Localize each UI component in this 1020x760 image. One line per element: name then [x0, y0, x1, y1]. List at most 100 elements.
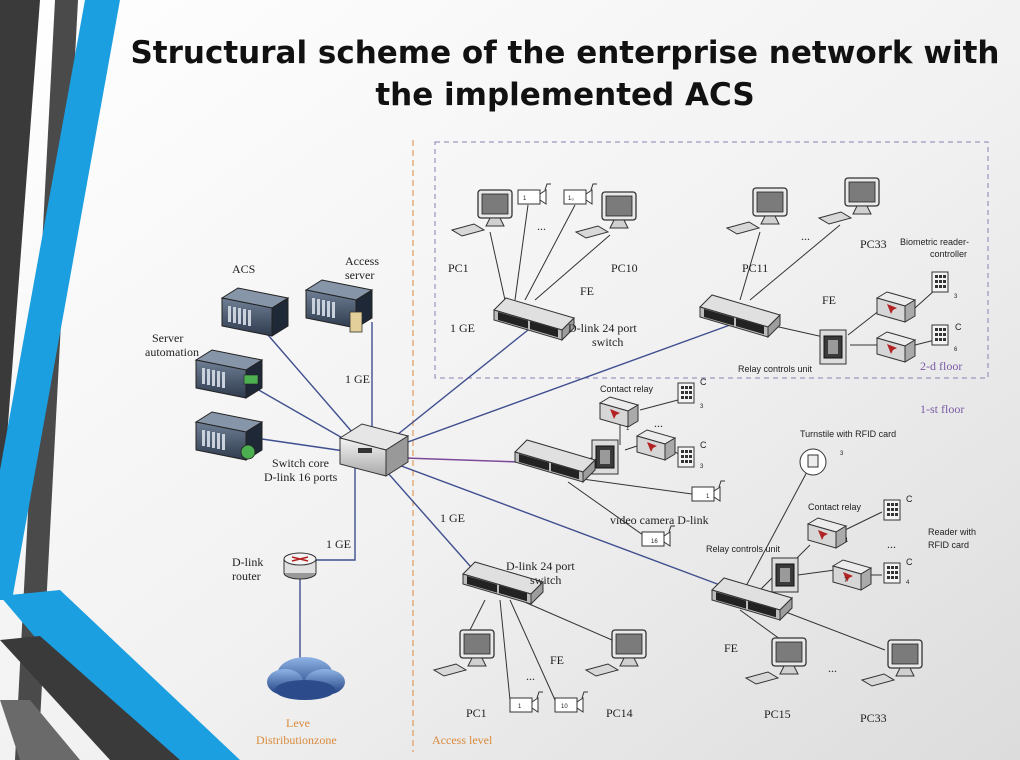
cam1-access-num: 1 — [518, 704, 522, 710]
dots-access-label: ... — [526, 669, 535, 683]
decor-band-dark-top — [0, 0, 40, 530]
decor-band-blue — [0, 0, 120, 600]
decor-band-gray-bottom — [0, 700, 80, 760]
reader-label-2: RFID card — [928, 540, 969, 550]
dots-floor2-right-label: ... — [801, 229, 810, 243]
contact-relay-label: Contact relay — [600, 384, 654, 394]
status-ok-icon — [240, 444, 256, 460]
relay-unit-floor2-icon — [819, 329, 847, 365]
distribution-label-1: Leve — [286, 716, 310, 730]
decor-band-dark-bottom — [0, 636, 180, 760]
fe-floor2-right-label: FE — [822, 293, 836, 307]
dots-access-right-label: ... — [828, 661, 837, 675]
slide-title: Structural scheme of the enterprise netw… — [130, 32, 1000, 116]
camera-label: video camera D-link — [610, 513, 709, 527]
core-name-label-1: Switch core — [272, 456, 329, 470]
floor2-switch-label-1: D-link 24 port — [568, 321, 637, 335]
access-server-label-1: Access — [345, 254, 379, 268]
access-switch-label-2: switch — [530, 573, 561, 587]
automation-badge-icon — [243, 374, 259, 385]
turnstile-icon — [799, 448, 827, 476]
router-label-2: router — [232, 569, 261, 583]
keypad-floor2-icon — [931, 324, 949, 346]
floor1-n1b: 1 — [845, 538, 849, 544]
turnstile-n: 3 — [840, 451, 844, 457]
floor2-switch-label-2: switch — [592, 335, 623, 349]
internet-cloud-icon — [267, 657, 345, 700]
dots-floor2-label: ... — [537, 219, 546, 233]
core-link-label: 1 GE — [345, 372, 370, 386]
dots-floor1b-label: ... — [887, 537, 896, 551]
biometric-label-2: controller — [930, 249, 967, 259]
floor2-link-label: 1 GE — [450, 321, 475, 335]
relay-unit-floor2-label: Relay controls unit — [738, 364, 813, 374]
floor1-c1: C — [700, 377, 707, 387]
cam1-floor1-num: 1 — [706, 494, 710, 500]
floor2-label: 2-d floor — [920, 359, 962, 373]
title-line-1: Structural scheme of the enterprise netw… — [130, 35, 1000, 71]
reader-label-1: Reader with — [928, 527, 976, 537]
distribution-label-2: Distributionzone — [256, 733, 337, 747]
biometric-label-1: Biometric reader- — [900, 237, 969, 247]
pc1-access-label: PC1 — [466, 706, 487, 720]
rfid-reader-1-icon — [883, 499, 901, 521]
pc11-label: PC11 — [742, 261, 768, 275]
cam1-floor2-num: 1 — [523, 196, 527, 202]
core-switch-icon — [338, 423, 410, 477]
cam10-floor2-num: 1₀ — [568, 196, 574, 202]
floor1-c4: C — [906, 557, 913, 567]
access-link-label: 1 GE — [440, 511, 465, 525]
purple-link — [404, 457, 521, 463]
floor2-n6: 6 — [954, 347, 958, 353]
pc14-label: PC14 — [606, 706, 633, 720]
access-level-label: Access level — [432, 733, 493, 747]
floor2-n3: 3 — [954, 294, 958, 300]
floor1-label: 1-st floor — [920, 402, 964, 416]
floor1-c3: C — [906, 494, 913, 504]
access-switch-label-1: D-link 24 port — [506, 559, 575, 573]
fe-floor2-left-label: FE — [580, 284, 594, 298]
pc10-label: PC10 — [611, 261, 638, 275]
pc15-label: PC15 — [764, 707, 791, 721]
relay-unit-floor1b-icon — [771, 557, 799, 593]
fe2-access-label: FE — [724, 641, 738, 655]
core-name-label-2: D-link 16 ports — [264, 470, 338, 484]
router-link-label: 1 GE — [326, 537, 351, 551]
turnstile-label: Turnstile with RFID card — [800, 429, 896, 439]
router-icon — [283, 552, 317, 580]
acs-label: ACS — [232, 262, 255, 276]
dots-floor1-label: ... — [654, 416, 663, 430]
automation-label-1: Server — [152, 331, 183, 345]
decor-band-blue-bottom — [0, 590, 240, 760]
floor1-n3a: 3 — [700, 404, 704, 410]
cam16-num: 16 — [651, 539, 658, 545]
automation-label-2: automation — [145, 345, 199, 359]
title-line-2: the implemented ACS — [375, 77, 755, 113]
floor2-boundary — [434, 141, 989, 379]
access-card-icon — [349, 311, 363, 333]
keypad-2-floor1-icon — [677, 446, 695, 468]
floor1-c2: C — [700, 440, 707, 450]
pc33-access-label: PC33 — [860, 711, 887, 725]
pc33-floor2-label: PC33 — [860, 237, 887, 251]
keypad-1-floor1-icon — [677, 382, 695, 404]
access-server-label-2: server — [345, 268, 374, 282]
floor1-n4: 4 — [906, 580, 910, 586]
relay-unit-floor1-label: Relay controls unit — [706, 544, 781, 554]
biometric-reader-icon — [931, 271, 949, 293]
relay-unit-floor1-icon — [591, 439, 619, 475]
floor2-c1: C — [955, 322, 962, 332]
floor1-n7: 7 — [844, 578, 848, 584]
rfid-reader-2-icon — [883, 562, 901, 584]
contact-relay-label-2: Contact relay — [808, 502, 862, 512]
floor2-links — [489, 204, 936, 346]
fe-access-label: FE — [550, 653, 564, 667]
floor1-n1: 1 — [626, 426, 630, 432]
floor1-n3b: 3 — [700, 464, 704, 470]
cam10-access-num: 10 — [561, 704, 568, 710]
router-label-1: D-link — [232, 555, 263, 569]
pc1-floor2-label: PC1 — [448, 261, 469, 275]
